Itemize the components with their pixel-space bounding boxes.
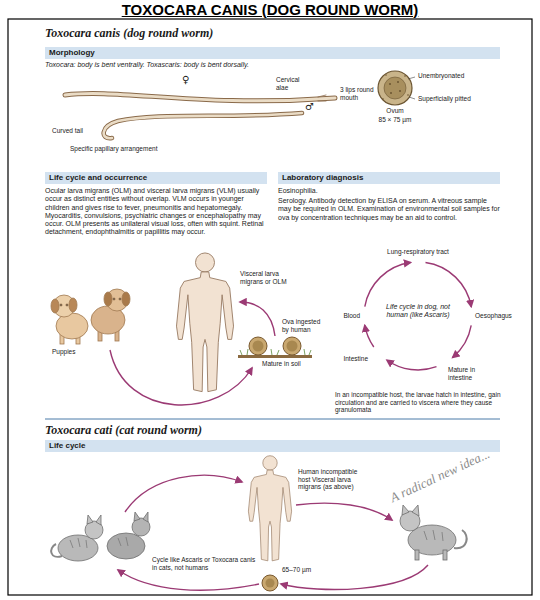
cycle-arrows (110, 263, 471, 405)
band-heading: Morphology (49, 48, 496, 58)
part-label: Curved tail (52, 127, 94, 135)
dimension: 85 × 75 µm (360, 116, 430, 124)
band-heading: Life cycle and occurrence (49, 173, 263, 183)
section-heading: Toxocara canis (dog round worm) (45, 26, 345, 40)
stage-label: Blood (330, 312, 360, 320)
host-label: Human incompatible host Visceral larva m… (298, 468, 370, 491)
part-label: Superficially pitted (418, 95, 498, 103)
puppies-drawing (51, 289, 130, 344)
stage-label: Lung-respiratory tract (373, 248, 463, 256)
cycle-arrows (118, 475, 428, 590)
body-text: Serology. Antibody detection by ELISA on… (278, 197, 500, 222)
part-label: Specific papillary arrangement (70, 145, 200, 153)
part-label: 3 lips round mouth (340, 86, 376, 101)
section-divider (45, 419, 500, 420)
note-text: In an incompatible host, the larvae hatc… (335, 391, 503, 414)
part-label: Cervical alae (276, 76, 308, 91)
page-frame (8, 19, 532, 595)
sex-symbol: ♂ (305, 101, 319, 113)
cat-ovum (262, 575, 278, 591)
dimension: 65–70 µm (282, 566, 332, 574)
morphology-note: Toxocara: body is bent ventrally. Toxasc… (45, 61, 500, 69)
stage-label: Oesophagus (475, 312, 525, 320)
section-band: Life cycle and occurrence (45, 172, 267, 184)
human-figure (248, 456, 291, 561)
sex-symbol: ♀ (182, 74, 196, 86)
section-band: Morphology (45, 47, 500, 59)
cats-drawing (51, 505, 466, 561)
part-label: Unembryonated (418, 72, 488, 80)
section-band: Laboratory diagnosis (278, 172, 500, 184)
section-heading: Toxocara cati (cat round worm) (45, 423, 345, 437)
stage-label: Intestine (322, 355, 368, 363)
cycle-title: Life cycle in dog, not human (like Ascar… (383, 303, 453, 320)
page-title: TOXOCARA CANIS (DOG ROUND WORM) (0, 1, 540, 19)
stage-label: Visceral larva migrans or OLM (240, 270, 292, 285)
part-label: Ovum (375, 107, 415, 115)
band-heading: Life cycle (49, 441, 496, 451)
stage-label: Mature in soil (262, 360, 322, 368)
stage-label: Mature in intestine (448, 366, 498, 381)
soil-ova (238, 337, 312, 358)
human-figure (177, 253, 234, 392)
stage-label: Ova ingested by human (282, 318, 328, 333)
section-band: Life cycle (45, 440, 500, 452)
body-text: Eosinophilia. (278, 187, 500, 195)
band-heading: Laboratory diagnosis (282, 173, 496, 183)
cycle-note: Cycle like Ascaris or Toxocara canis in … (152, 556, 258, 571)
body-text: Ocular larva migrans (OLM) and visceral … (45, 187, 267, 237)
ovum-drawing (378, 71, 415, 105)
worm-drawing (65, 93, 335, 138)
host-label: Puppies (52, 348, 92, 356)
